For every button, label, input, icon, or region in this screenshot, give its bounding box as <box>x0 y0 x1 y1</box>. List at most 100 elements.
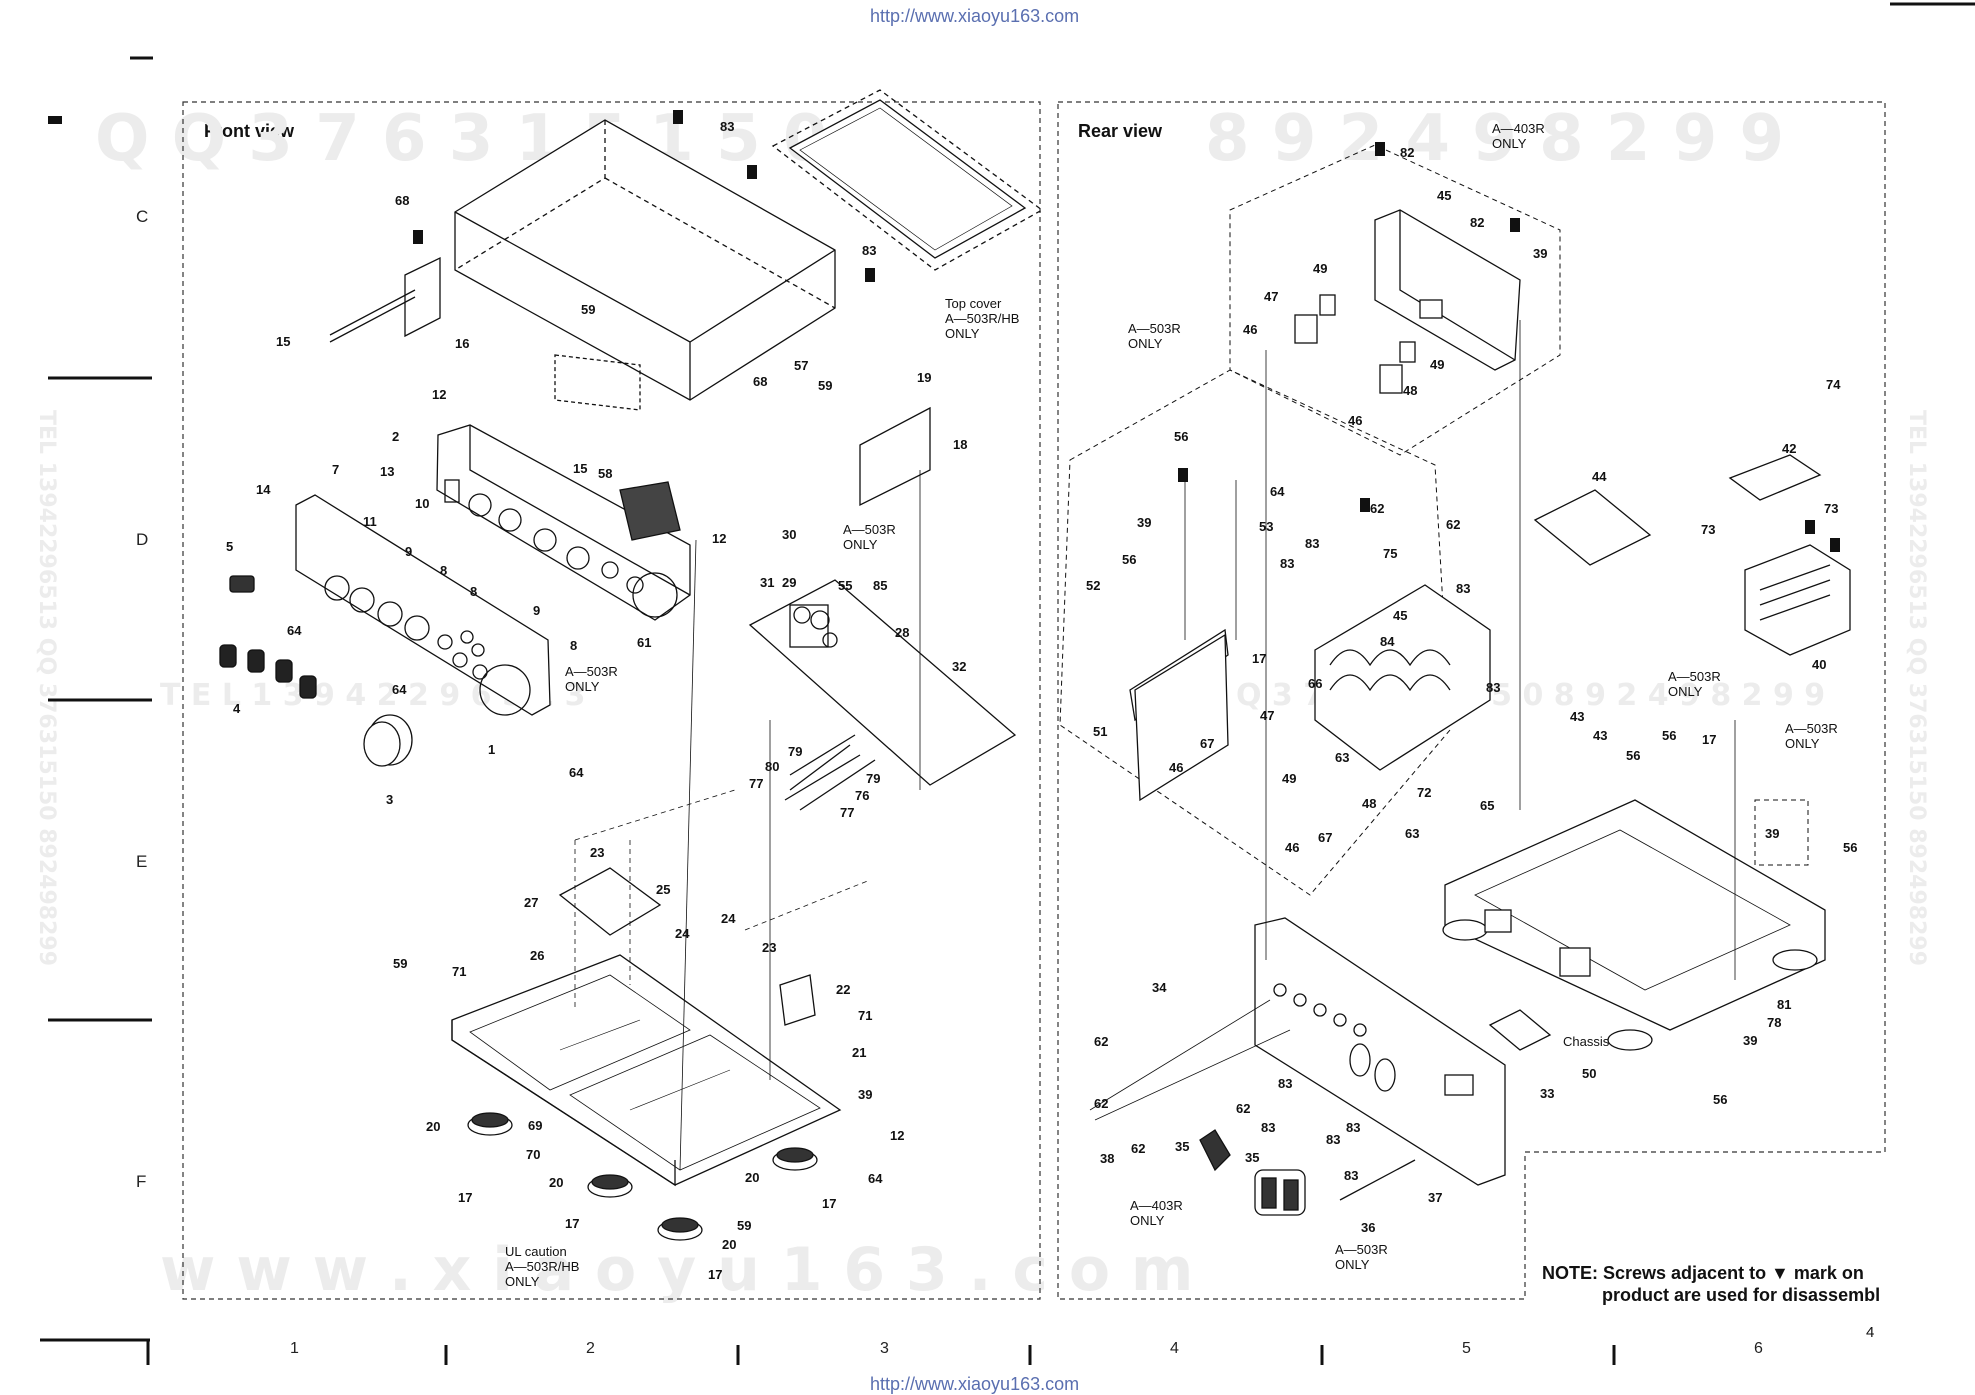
watermark-top-left: Q Q 3 7 6 3 1 5 1 5 0 <box>95 102 827 176</box>
callout-82: 82 <box>1470 215 1484 230</box>
col-number-5: 5 <box>1462 1340 1471 1357</box>
label-top-cover-1: Top cover <box>945 296 1002 311</box>
module-45 <box>1374 209 1521 371</box>
feet <box>467 1112 818 1241</box>
speaker-terminals <box>1199 1129 1306 1216</box>
front-view-drawing <box>219 89 1044 1241</box>
callout-83: 83 <box>1486 680 1500 695</box>
front-view-labels: Top cover A—503R/HB ONLY A—503R ONLY A—5… <box>505 296 1019 1289</box>
callout-28: 28 <box>895 625 909 640</box>
callout-67: 67 <box>1318 830 1332 845</box>
bracket-50 <box>1488 1009 1552 1051</box>
sub-chassis <box>436 424 691 621</box>
callout-48: 48 <box>1403 383 1417 398</box>
callout-7: 7 <box>332 462 339 477</box>
callout-83: 83 <box>720 119 734 134</box>
callout-8: 8 <box>570 638 577 653</box>
callout-64: 64 <box>1270 484 1285 499</box>
callout-38: 38 <box>1100 1151 1114 1166</box>
callout-61: 61 <box>637 635 651 650</box>
callout-65: 65 <box>1480 798 1494 813</box>
callout-77: 77 <box>749 776 763 791</box>
callout-73: 73 <box>1824 501 1838 516</box>
callout-73: 73 <box>1701 522 1715 537</box>
callout-77: 77 <box>840 805 854 820</box>
callout-31: 31 <box>760 575 774 590</box>
callout-33: 33 <box>1540 1086 1554 1101</box>
switch-5 <box>229 575 255 593</box>
callout-35: 35 <box>1175 1139 1189 1154</box>
callout-20: 20 <box>549 1175 563 1190</box>
callout-63: 63 <box>1405 826 1419 841</box>
label-a403r-bottom-2: ONLY <box>1130 1213 1165 1228</box>
callout-27: 27 <box>524 895 538 910</box>
label-a403r-bottom-1: A—403R <box>1130 1198 1183 1213</box>
callout-49: 49 <box>1430 357 1444 372</box>
footer-url[interactable]: http://www.xiaoyu163.com <box>870 1374 1080 1394</box>
callout-66: 66 <box>1308 676 1322 691</box>
front-leader-lines <box>574 470 921 1171</box>
callout-11: 11 <box>363 514 377 529</box>
callout-50: 50 <box>1582 1066 1596 1081</box>
callout-24: 24 <box>721 911 736 926</box>
screw-icon <box>1830 538 1840 552</box>
screw-glyphs <box>413 110 1840 552</box>
callout-12: 12 <box>712 531 726 546</box>
callout-34: 34 <box>1152 980 1167 995</box>
callout-47: 47 <box>1260 708 1274 723</box>
small-knobs <box>219 644 317 699</box>
callout-8: 8 <box>440 563 447 578</box>
callout-19: 19 <box>917 370 931 385</box>
callout-36: 36 <box>1361 1220 1375 1235</box>
callout-39: 39 <box>1765 826 1779 841</box>
row-letter-f: F <box>136 1172 147 1191</box>
callout-71: 71 <box>452 964 466 979</box>
bracket-22 <box>779 974 816 1026</box>
label-ul-caution-3: ONLY <box>505 1274 540 1289</box>
screw-icon <box>1360 498 1370 512</box>
callout-45: 45 <box>1393 608 1407 623</box>
col-number-2: 2 <box>586 1340 595 1357</box>
header-url[interactable]: http://www.xiaoyu163.com <box>870 6 1080 26</box>
bracket-51 <box>1134 633 1229 802</box>
callout-46: 46 <box>1169 760 1183 775</box>
callout-68: 68 <box>395 193 409 208</box>
callout-68: 68 <box>753 374 767 389</box>
row-letter-e: E <box>136 852 148 871</box>
rear-leader-lines <box>1089 320 1736 1121</box>
callout-83: 83 <box>1344 1168 1358 1183</box>
callout-1: 1 <box>488 742 495 757</box>
callout-78: 78 <box>1767 1015 1781 1030</box>
board-44 <box>1533 489 1652 566</box>
screw-icon <box>1805 520 1815 534</box>
callout-9: 9 <box>405 544 412 559</box>
callout-30: 30 <box>782 527 796 542</box>
callout-56: 56 <box>1843 840 1857 855</box>
screw-icon <box>1375 142 1385 156</box>
board-27 <box>558 867 662 936</box>
callout-18: 18 <box>953 437 967 452</box>
top-cover-panel <box>771 89 1044 271</box>
callout-59: 59 <box>393 956 407 971</box>
callout-56: 56 <box>1713 1092 1727 1107</box>
bracket-16 <box>329 256 441 343</box>
note-line-2: product are used for disassembl <box>1602 1285 1881 1305</box>
callout-82: 82 <box>1400 145 1414 160</box>
watermark-mid-right: Q Q 3 7 6 3 1 5 1 5 0 8 9 2 4 9 8 2 9 9 <box>1200 678 1825 713</box>
note-line-1: NOTE: Screws adjacent to ▼ mark on <box>1542 1263 1864 1283</box>
callout-70: 70 <box>526 1147 540 1162</box>
shield-plate <box>554 354 641 411</box>
callout-85: 85 <box>873 578 887 593</box>
callout-17: 17 <box>708 1267 722 1282</box>
board-18 <box>859 406 931 507</box>
callout-75: 75 <box>1383 546 1397 561</box>
callout-55: 55 <box>838 578 852 593</box>
label-a503r-knob-1: A—503R <box>565 664 618 679</box>
callout-52: 52 <box>1086 578 1100 593</box>
callout-13: 13 <box>380 464 394 479</box>
page-number: 4 <box>1866 1324 1875 1341</box>
main-board-32 <box>748 579 1017 786</box>
callout-43: 43 <box>1570 709 1584 724</box>
callout-47: 47 <box>1264 289 1278 304</box>
watermark-side-left: TEL 13942296513 QQ 376315150 892498299 <box>34 410 59 966</box>
